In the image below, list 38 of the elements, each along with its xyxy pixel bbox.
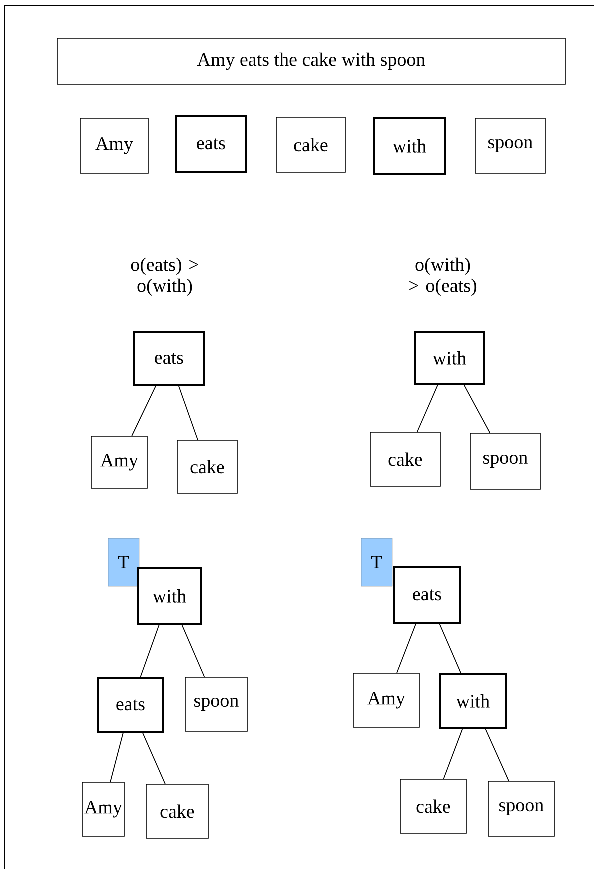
connector-line [439,624,462,674]
connector-line [417,384,438,432]
order-label: o(eats) > o(with) [131,258,198,296]
head-word-box: eats [133,331,206,386]
word-box: Amy [91,436,148,489]
tag-box: T [361,538,393,587]
connector-line [132,386,156,436]
word-box: cake [177,440,238,494]
connector-line [178,386,198,440]
word-box: cake [276,117,346,173]
head-word-box: eats [393,566,462,624]
connector-line [110,732,124,782]
word-box: cake [370,432,441,487]
head-word-box: with [439,673,508,730]
head-word-box: with [373,117,446,176]
word-box: cake [400,779,467,834]
connector-line [140,624,160,678]
connector-line [485,728,510,782]
word-box: Amy [82,782,125,837]
word-box: Amy [353,673,420,728]
connector-line [142,732,166,784]
head-word-box: with [137,567,202,626]
connector-line [464,384,491,434]
word-box: spoon [185,677,248,732]
head-word-box: eats [175,115,248,174]
word-box: spoon [470,433,541,490]
word-box: spoon [475,118,546,174]
word-box: spoon [488,781,555,837]
word-box: Amy [80,118,149,174]
word-box: cake [146,784,209,839]
word-box: Amy eats the cake with spoon [57,38,566,85]
tag-box: T [108,538,140,587]
connector-line [396,624,416,674]
connector-line [443,728,463,780]
order-label: o(with) > o(eats) [410,258,477,296]
connector-line [182,624,206,678]
head-word-box: with [414,331,486,386]
head-word-box: eats [97,677,164,734]
